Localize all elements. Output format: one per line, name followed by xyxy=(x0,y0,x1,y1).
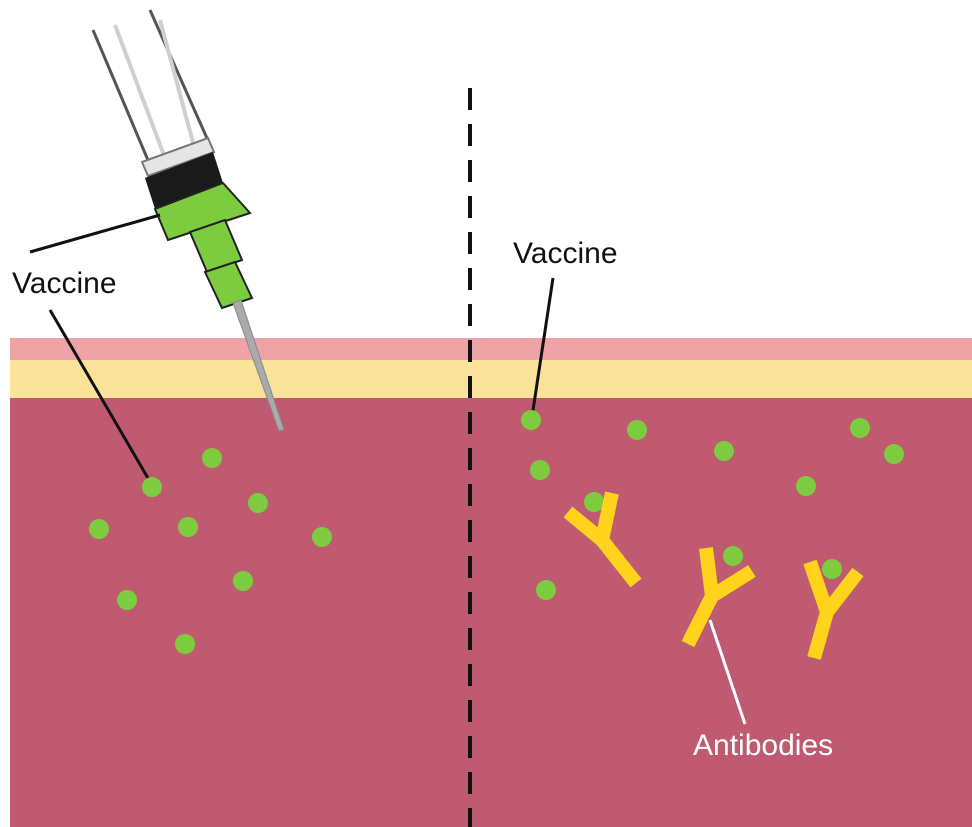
antibodies-label: Antibodies xyxy=(693,729,833,762)
vaccine-particle-icon xyxy=(89,519,109,539)
vaccine-particle-icon xyxy=(723,546,743,566)
vaccine-particle-icon xyxy=(233,571,253,591)
vaccine-label-right: Vaccine xyxy=(513,237,618,270)
vaccine-particle-icon xyxy=(714,441,734,461)
vaccine-particle-icon xyxy=(850,418,870,438)
fat-layer xyxy=(10,360,972,398)
vaccine-particle-icon xyxy=(312,527,332,547)
vaccine-particle-icon xyxy=(627,420,647,440)
pointer-line-syringe xyxy=(30,215,160,252)
vaccine-particle-icon xyxy=(202,448,222,468)
vaccine-particle-icon xyxy=(584,492,604,512)
vaccine-label-left: Vaccine xyxy=(12,267,117,300)
vaccine-particle-icon xyxy=(536,580,556,600)
vaccine-particle-icon xyxy=(248,493,268,513)
vaccine-particle-icon xyxy=(178,517,198,537)
vaccine-particle-icon xyxy=(117,590,137,610)
epidermis-layer xyxy=(10,338,972,360)
vaccine-particle-icon xyxy=(142,477,162,497)
vaccine-particle-icon xyxy=(822,559,842,579)
vaccine-particle-icon xyxy=(175,634,195,654)
vaccine-particle-icon xyxy=(796,476,816,496)
vaccine-particle-icon xyxy=(521,410,541,430)
vaccine-particle-icon xyxy=(884,444,904,464)
vaccine-particle-icon xyxy=(530,460,550,480)
